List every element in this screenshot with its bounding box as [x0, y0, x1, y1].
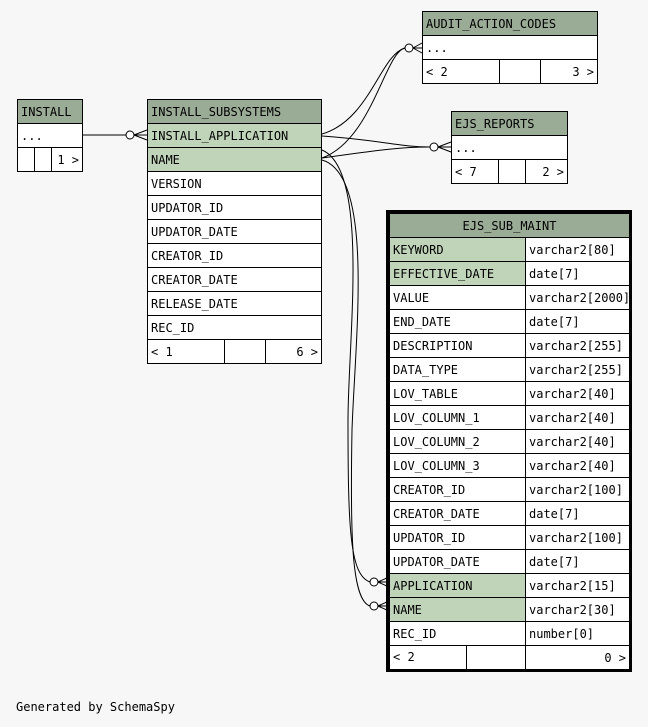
table-ejs-reports-title[interactable]: EJS_REPORTS — [451, 111, 568, 136]
table-reports-ellipsis: ... — [451, 135, 568, 160]
column-name[interactable]: UPDATOR_DATE — [389, 549, 526, 574]
subsystems-nav-mid — [224, 339, 266, 364]
audit-nav-left[interactable]: < 2 — [422, 59, 500, 84]
column-name[interactable]: REC_ID — [389, 621, 526, 646]
table-audit-action-codes[interactable]: AUDIT_ACTION_CODES ... < 2 3 > — [422, 11, 598, 84]
table-audit-action-codes-title[interactable]: AUDIT_ACTION_CODES — [422, 11, 598, 36]
crowfoot-circle-audit — [404, 43, 414, 53]
column-type: varchar2[255] — [525, 333, 629, 358]
table-install[interactable]: INSTALL ... 1 > — [17, 99, 83, 172]
crowfoot-circle-install — [125, 130, 135, 140]
column-row[interactable]: REC_ID — [147, 315, 322, 340]
table-ejs-sub-maint-title[interactable]: EJS_SUB_MAINT — [389, 213, 629, 238]
table-ejs-reports[interactable]: EJS_REPORTS ... < 7 2 > — [451, 111, 568, 184]
column-type: varchar2[100] — [525, 477, 629, 502]
column-type: varchar2[40] — [525, 381, 629, 406]
column-name[interactable]: UPDATOR_ID — [389, 525, 526, 550]
maint-nav-left-cell: < 2 — [389, 645, 526, 669]
maint-nav-mid — [467, 647, 525, 669]
column-type: varchar2[40] — [525, 453, 629, 478]
rel-reports-2 — [321, 146, 431, 159]
column-type: varchar2[40] — [525, 405, 629, 430]
column-type: date[7] — [525, 501, 629, 526]
rel-maint-1 — [321, 149, 371, 583]
install-nav-left[interactable] — [17, 147, 35, 172]
maint-nav-right[interactable]: 0 > — [525, 645, 629, 669]
column-type: varchar2[15] — [525, 573, 629, 598]
column-name[interactable]: LOV_COLUMN_1 — [389, 405, 526, 430]
column-row[interactable]: UPDATOR_ID — [147, 195, 322, 220]
rel-audit-2 — [321, 47, 406, 159]
column-name[interactable]: CREATOR_DATE — [389, 501, 526, 526]
table-audit-ellipsis: ... — [422, 35, 598, 60]
column-type: date[7] — [525, 549, 629, 574]
table-install-ellipsis: ... — [17, 123, 83, 148]
column-type: date[7] — [525, 261, 629, 286]
table-install-title[interactable]: INSTALL — [17, 99, 83, 124]
column-type: varchar2[40] — [525, 429, 629, 454]
install-nav-right[interactable]: 1 > — [51, 147, 83, 172]
reports-nav-mid — [498, 159, 526, 184]
column-row[interactable]: UPDATOR_DATE — [147, 219, 322, 244]
column-type: date[7] — [525, 309, 629, 334]
footer-generated-by: Generated by SchemaSpy — [16, 700, 175, 714]
column-name[interactable]: LOV_COLUMN_3 — [389, 453, 526, 478]
column-row[interactable]: INSTALL_APPLICATION — [147, 123, 322, 148]
maint-nav-left[interactable]: < 2 — [391, 646, 467, 669]
column-row[interactable]: VERSION — [147, 171, 322, 196]
column-type: varchar2[2000] — [525, 285, 629, 310]
column-row[interactable]: NAME — [147, 147, 322, 172]
audit-nav-right[interactable]: 3 > — [540, 59, 598, 84]
column-name[interactable]: EFFECTIVE_DATE — [389, 261, 526, 286]
column-row[interactable]: CREATOR_ID — [147, 243, 322, 268]
column-name[interactable]: VALUE — [389, 285, 526, 310]
column-name[interactable]: APPLICATION — [389, 573, 526, 598]
column-type: varchar2[100] — [525, 525, 629, 550]
column-name[interactable]: LOV_TABLE — [389, 381, 526, 406]
audit-nav-mid — [499, 59, 541, 84]
crowfoot-circle-reports — [429, 142, 439, 152]
column-name[interactable]: LOV_COLUMN_2 — [389, 429, 526, 454]
subsystems-nav-right[interactable]: 6 > — [265, 339, 322, 364]
table-install-subsystems[interactable]: INSTALL_SUBSYSTEMS INSTALL_APPLICATION N… — [147, 99, 322, 364]
rel-audit-1 — [321, 47, 406, 135]
column-name[interactable]: NAME — [389, 597, 526, 622]
column-name[interactable]: DATA_TYPE — [389, 357, 526, 382]
column-name[interactable]: KEYWORD — [389, 237, 526, 262]
column-type: varchar2[30] — [525, 597, 629, 622]
column-name[interactable]: DESCRIPTION — [389, 333, 526, 358]
column-type: varchar2[80] — [525, 237, 629, 262]
column-name[interactable]: CREATOR_ID — [389, 477, 526, 502]
subsystems-nav-left[interactable]: < 1 — [147, 339, 225, 364]
rel-reports-1 — [321, 135, 431, 148]
column-row[interactable]: CREATOR_DATE — [147, 267, 322, 292]
column-name[interactable]: END_DATE — [389, 309, 526, 334]
reports-nav-right[interactable]: 2 > — [525, 159, 568, 184]
column-row[interactable]: RELEASE_DATE — [147, 291, 322, 316]
crowfoot-circle-name — [369, 601, 379, 611]
crowfoot-install — [133, 129, 148, 141]
column-type: number[0] — [525, 621, 629, 646]
crowfoot-reports — [437, 141, 452, 153]
reports-nav-left[interactable]: < 7 — [451, 159, 499, 184]
column-type: varchar2[255] — [525, 357, 629, 382]
install-nav-mid — [34, 147, 52, 172]
table-install-subsystems-title[interactable]: INSTALL_SUBSYSTEMS — [147, 99, 322, 124]
crowfoot-audit — [412, 42, 423, 54]
rel-maint-2 — [321, 159, 371, 607]
crowfoot-circle-application — [369, 577, 379, 587]
